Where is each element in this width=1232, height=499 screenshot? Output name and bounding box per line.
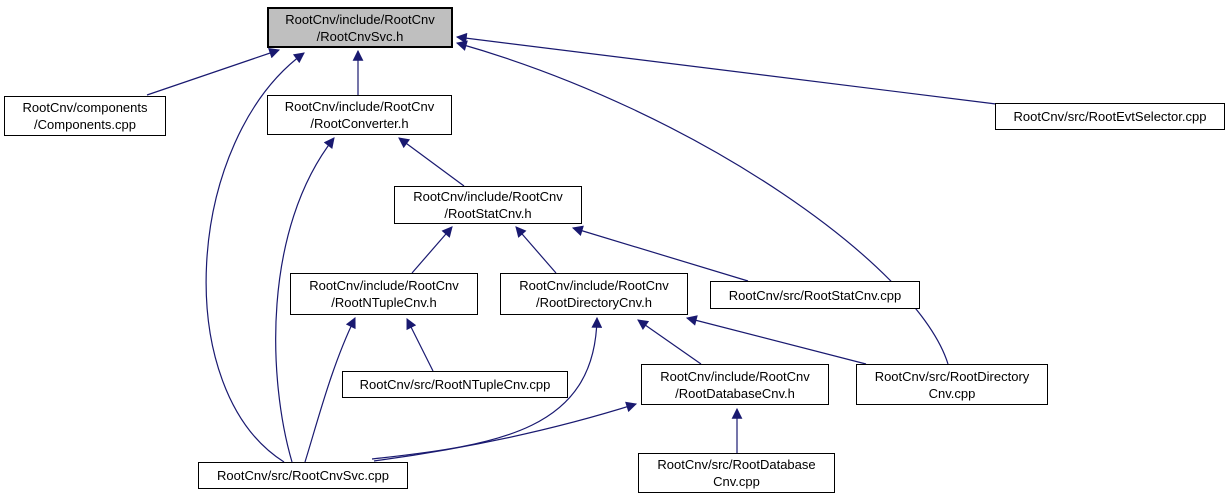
node-rootdatabasecnv-h[interactable]: RootCnv/include/RootCnv /RootDatabaseCnv… (641, 364, 829, 405)
edge-rootdirectorycnv-cpp-to-rootcnvsvc-h (455, 40, 949, 365)
node-rootstatcnv-h[interactable]: RootCnv/include/RootCnv /RootStatCnv.h (394, 186, 582, 224)
node-components-cpp[interactable]: RootCnv/components /Components.cpp (4, 96, 166, 136)
edge-rootntuplecnv-cpp-to-rootntuplecnv-h (406, 318, 434, 372)
node-rootcnvsvc-cpp[interactable]: RootCnv/src/RootCnvSvc.cpp (198, 462, 408, 489)
node-label-line: /Components.cpp (34, 117, 136, 132)
node-label-line: Cnv.cpp (713, 474, 760, 489)
node-label-line: RootCnv/include/RootCnv (519, 278, 669, 293)
node-label-line: RootCnv/components (22, 100, 148, 115)
edge-rootntuplecnv-h-to-rootstatcnv-h (411, 226, 453, 274)
node-label-line: RootCnv/include/RootCnv (413, 189, 563, 204)
node-label-line: RootCnv/src/RootNTupleCnv.cpp (359, 377, 551, 392)
node-label-line: /RootStatCnv.h (444, 206, 532, 221)
node-label-line: Cnv.cpp (928, 385, 976, 401)
node-label-line: RootCnv/include/RootCnv (660, 368, 810, 384)
edge-rootcnvsvc-cpp-to-rootcnvsvc-h (205, 52, 305, 463)
node-label-line: RootCnv/src/RootDatabase (657, 457, 816, 472)
node-rootntuplecnv-cpp[interactable]: RootCnv/src/RootNTupleCnv.cpp (342, 371, 568, 398)
edge-rootcnvsvc-cpp-to-rootconverter-h (275, 137, 335, 463)
edge-rootdirectorycnv-cpp-to-rootdirectorycnv-h (685, 315, 867, 365)
node-label-line: RootCnv/include/RootCnv (285, 11, 435, 27)
node-label-line: /RootCnvSvc.h (316, 28, 404, 44)
node-label-line: RootCnv/include/RootCnv (309, 278, 459, 293)
node-label-line: /RootNTupleCnv.h (331, 295, 437, 310)
node-label-line: RootCnv/src/RootDirectory (874, 368, 1030, 384)
node-rootdirectorycnv-cpp[interactable]: RootCnv/src/RootDirectory Cnv.cpp (856, 364, 1048, 405)
node-label-line: RootCnv/src/RootEvtSelector.cpp (1013, 109, 1207, 124)
node-rootdirectorycnv-h[interactable]: RootCnv/include/RootCnv /RootDirectoryCn… (500, 273, 688, 315)
edge-rootcnvsvc-cpp-to-rootdatabasecnv-h (373, 401, 638, 462)
node-rootevtselector-cpp[interactable]: RootCnv/src/RootEvtSelector.cpp (995, 103, 1225, 130)
node-label-line: RootCnv/include/RootCnv (284, 99, 435, 114)
edge-rootdirectorycnv-h-to-rootstatcnv-h (515, 226, 557, 274)
edge-rootevtselector-cpp-to-rootcnvsvc-h (455, 32, 997, 105)
node-rootdatabasecnv-cpp[interactable]: RootCnv/src/RootDatabase Cnv.cpp (638, 453, 835, 493)
node-label-line: RootCnv/src/RootCnvSvc.cpp (217, 468, 389, 483)
node-rootntuplecnv-h[interactable]: RootCnv/include/RootCnv /RootNTupleCnv.h (290, 273, 478, 315)
edge-components-cpp-to-rootcnvsvc-h (146, 48, 281, 96)
edge-rootcnvsvc-cpp-to-rootntuplecnv-h (304, 317, 356, 463)
edge-rootcnvsvc-cpp-to-rootdirectorycnv-h (371, 316, 603, 460)
node-rootstatcnv-cpp[interactable]: RootCnv/src/RootStatCnv.cpp (710, 281, 920, 309)
node-label-line: RootCnv/src/RootStatCnv.cpp (728, 287, 902, 303)
edge-rootstatcnv-cpp-to-rootstatcnv-h (571, 225, 749, 282)
node-rootconverter-h[interactable]: RootCnv/include/RootCnv /RootConverter.h (267, 95, 452, 135)
node-label-line: /RootDirectoryCnv.h (535, 295, 653, 310)
node-rootcnvsvc-h[interactable]: RootCnv/include/RootCnv /RootCnvSvc.h (267, 7, 453, 48)
edge-rootstatcnv-h-to-rootconverter-h (398, 137, 465, 187)
node-label-line: /RootDatabaseCnv.h (675, 385, 795, 401)
edge-rootdatabasecnv-h-to-rootdirectorycnv-h (637, 319, 702, 365)
node-label-line: /RootConverter.h (310, 116, 409, 131)
